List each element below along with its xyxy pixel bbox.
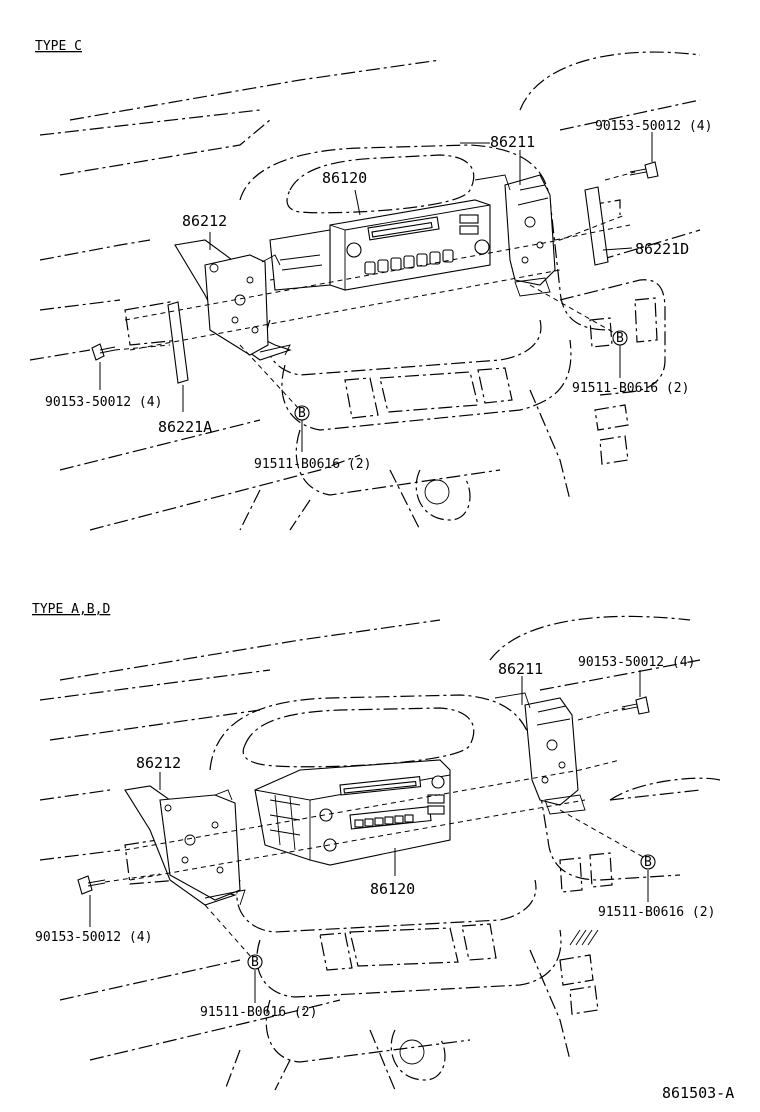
bolt-left-type-c xyxy=(91,343,116,361)
section-header-type-abd: TYPE A,B,D xyxy=(32,602,110,617)
section-type-abd: TYPE A,B,D xyxy=(32,602,721,1091)
bracket-86211-type-c xyxy=(474,174,556,297)
radio-buttons-row-type-abd xyxy=(354,814,414,828)
section-type-c: TYPE C xyxy=(29,39,712,531)
bolt-right-type-abd xyxy=(621,696,650,715)
label-86211-type-c: 86211 xyxy=(490,133,535,151)
marker-b-right-type-c: B xyxy=(612,330,628,346)
marker-b-left-type-abd: B xyxy=(247,954,263,970)
diagram-code: 861503-A xyxy=(662,1084,734,1102)
marker-b-left-type-c: B xyxy=(294,405,310,421)
radio-unit-86120-type-abd xyxy=(254,759,451,866)
label-86212-type-c: 86212 xyxy=(182,212,227,230)
dashboard-outline-upper xyxy=(29,51,701,531)
label-screw-right-type-abd: 91511-B0616 (2) xyxy=(598,905,715,920)
section-header-type-c: TYPE C xyxy=(35,39,82,54)
bolt-left-type-abd xyxy=(77,875,106,895)
dashboard-outline-lower xyxy=(39,615,721,1091)
label-86120-type-abd: 86120 xyxy=(370,880,415,898)
label-bolt-left-type-abd: 90153-50012 (4) xyxy=(35,930,152,945)
label-86211-type-abd: 86211 xyxy=(498,660,543,678)
svg-text:B: B xyxy=(298,406,306,421)
bracket-86212-type-abd xyxy=(124,785,246,906)
label-86221A-type-c: 86221A xyxy=(158,418,212,436)
label-86221D-type-c: 86221D xyxy=(635,240,689,258)
label-screw-right-type-c: 91511-B0616 (2) xyxy=(572,381,689,396)
bracket-86211-type-abd xyxy=(494,692,586,815)
radio-buttons-row-type-c xyxy=(364,249,454,275)
svg-text:B: B xyxy=(644,855,652,870)
radio-unit-86120-type-c xyxy=(269,199,491,291)
svg-text:B: B xyxy=(251,955,259,970)
trim-86221A xyxy=(167,301,189,384)
svg-text:B: B xyxy=(616,331,624,346)
label-screw-left-type-abd: 91511-B0616 (2) xyxy=(200,1005,317,1020)
bolt-right-type-c xyxy=(629,161,659,179)
label-bolt-left-type-c: 90153-50012 (4) xyxy=(45,395,162,410)
label-bolt-right-type-abd: 90153-50012 (4) xyxy=(578,655,695,670)
label-86120-type-c: 86120 xyxy=(322,169,367,187)
marker-b-right-type-abd: B xyxy=(640,854,656,870)
label-screw-left-type-c: 91511-B0616 (2) xyxy=(254,457,371,472)
label-bolt-right-type-c: 90153-50012 (4) xyxy=(595,119,712,134)
label-86212-type-abd: 86212 xyxy=(136,754,181,772)
